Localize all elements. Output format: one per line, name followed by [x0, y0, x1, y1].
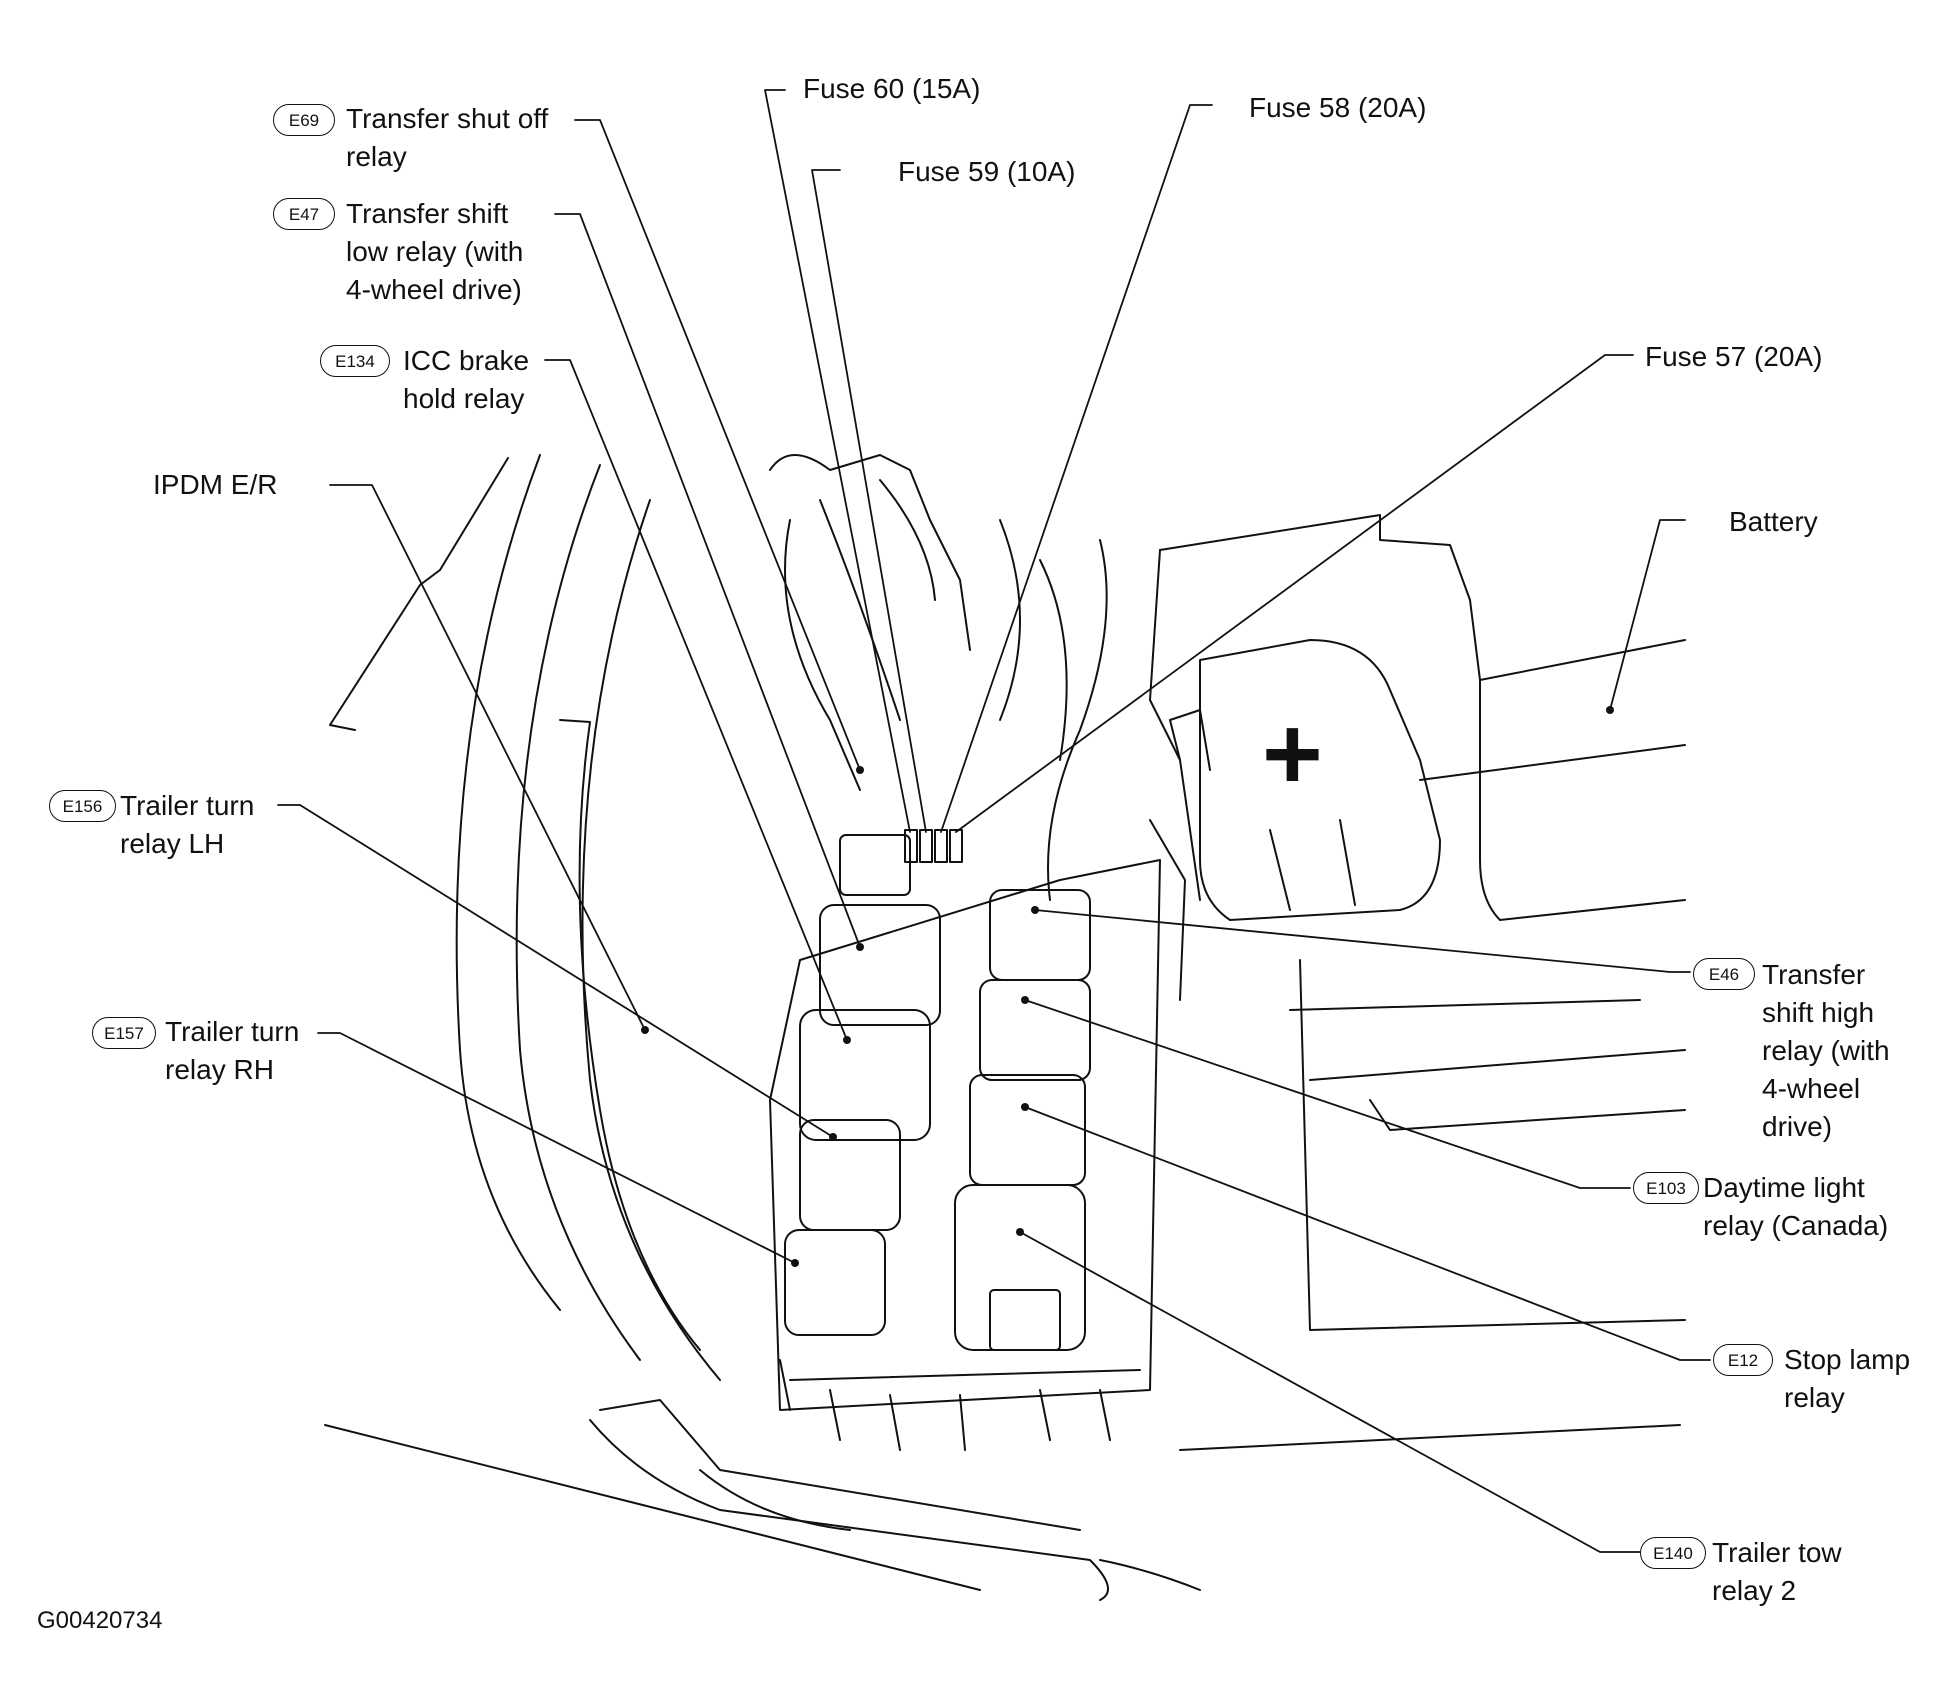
figure-id: G00420734: [37, 1607, 163, 1634]
label-transfer-shift-low-relay: Transfer shift low relay (with 4-wheel d…: [346, 198, 524, 305]
fuse-58: [934, 829, 948, 863]
label-fuse-60: Fuse 60 (15A): [803, 73, 981, 104]
label-transfer-shift-high-relay: Transfer shift high relay (with 4-wheel …: [1762, 959, 1890, 1142]
label-fuse-58: Fuse 58 (20A): [1249, 92, 1427, 123]
battery-positive-symbol: +: [1262, 696, 1323, 812]
relay-e46: [989, 889, 1091, 981]
relay-e47: [819, 904, 941, 1026]
label-battery: Battery: [1729, 506, 1818, 537]
connector-code-e157: E157: [92, 1017, 156, 1049]
relay-e140: [954, 1184, 1086, 1351]
label-trailer-turn-relay-rh: Trailer turn relay RH: [165, 1016, 300, 1085]
label-daytime-light-relay: Daytime light relay (Canada): [1703, 1172, 1889, 1241]
battery-drawing: [1149, 514, 1686, 1331]
fuse-60: [904, 829, 918, 863]
relay-e156: [799, 1119, 901, 1231]
fuse-57: [949, 829, 963, 863]
leader-dots: [641, 706, 1614, 1267]
label-transfer-shut-off-relay: Transfer shut off relay: [346, 103, 549, 172]
connector-code-e12: E12: [1713, 1344, 1773, 1376]
relay-e69: [839, 834, 911, 896]
relay-e134: [799, 1009, 931, 1141]
connector-code-e69: E69: [273, 104, 335, 136]
connector-code-e47: E47: [273, 198, 335, 230]
relay-e157: [784, 1229, 886, 1336]
label-stop-lamp-relay: Stop lamp relay: [1784, 1344, 1911, 1413]
label-fuse-57: Fuse 57 (20A): [1645, 341, 1823, 372]
fuse-59: [919, 829, 933, 863]
ipdm-box: [769, 829, 1161, 1451]
relay-e103: [979, 979, 1091, 1081]
label-icc-brake-hold-relay: ICC brake hold relay: [403, 345, 530, 414]
leader-lines: [277, 89, 1711, 1553]
label-fuse-59: Fuse 59 (10A): [898, 156, 1076, 187]
fender-outline: [324, 454, 1681, 1601]
connector-code-e46: E46: [1693, 958, 1755, 990]
connector-code-e103: E103: [1633, 1172, 1699, 1204]
relay-e12: [969, 1074, 1086, 1186]
label-trailer-tow-relay-2: Trailer tow relay 2: [1712, 1537, 1842, 1606]
label-ipdm-er: IPDM E/R: [153, 469, 278, 500]
connector-code-e140: E140: [1640, 1537, 1706, 1569]
wiring-harness: [769, 454, 1186, 1001]
label-trailer-turn-relay-lh: Trailer turn relay LH: [120, 790, 255, 859]
connector-code-e134: E134: [320, 345, 390, 377]
connector-code-e156: E156: [49, 790, 116, 822]
